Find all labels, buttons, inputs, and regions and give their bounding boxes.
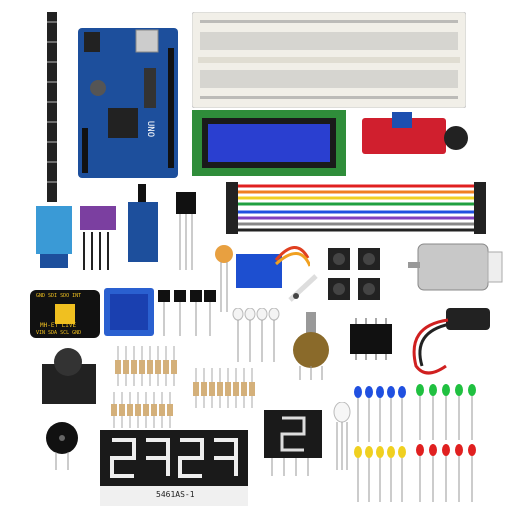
resistors-group-2 <box>190 368 260 408</box>
ir-sensor-module <box>126 184 160 274</box>
lcd-display-module <box>192 110 346 176</box>
sensor-pins-label-2: VIN SDA SCL GND <box>36 330 82 336</box>
pressure-sensor-module <box>76 206 120 272</box>
sensor-pins-label: GND SDI SDO INT <box>36 293 82 299</box>
breadboard <box>192 12 466 108</box>
photoresistor <box>214 244 234 314</box>
transistors <box>156 290 218 336</box>
yellow-leds <box>352 446 408 502</box>
clear-leds <box>232 308 286 364</box>
green-leds <box>414 384 480 440</box>
sensor-breakout-board: GND SDI SDO INT MH-ET LIVE VIN SDA SCL G… <box>30 290 100 338</box>
resistors-group-1 <box>112 346 182 386</box>
single-digit-display <box>260 410 326 476</box>
ir-receiver <box>174 192 198 272</box>
rgb-led <box>332 402 352 472</box>
jumper-wires <box>226 180 486 236</box>
relay-module <box>104 288 154 336</box>
arduino-uno-board: UNO <box>78 28 178 178</box>
pin-header-strip <box>44 12 60 202</box>
sound-sensor-module <box>362 110 470 158</box>
servo-motor <box>236 240 310 300</box>
ic-chip <box>346 318 396 360</box>
board-label: UNO <box>145 120 156 138</box>
four-digit-display: 5461AS-1 <box>100 430 248 506</box>
resistors-group-3 <box>108 392 178 428</box>
red-leds <box>414 444 480 502</box>
dht-sensor-module <box>36 206 72 272</box>
servo-horns <box>286 270 320 306</box>
potentiometer <box>288 312 334 382</box>
sensor-board-label: MH-ET LIVE <box>40 322 77 329</box>
dc-motor <box>408 240 504 294</box>
push-buttons <box>326 246 382 302</box>
buzzer <box>44 420 80 470</box>
battery-clip <box>406 306 492 380</box>
blue-leds <box>352 386 408 442</box>
display-label: 5461AS-1 <box>156 490 195 499</box>
joystick-module <box>36 344 100 408</box>
